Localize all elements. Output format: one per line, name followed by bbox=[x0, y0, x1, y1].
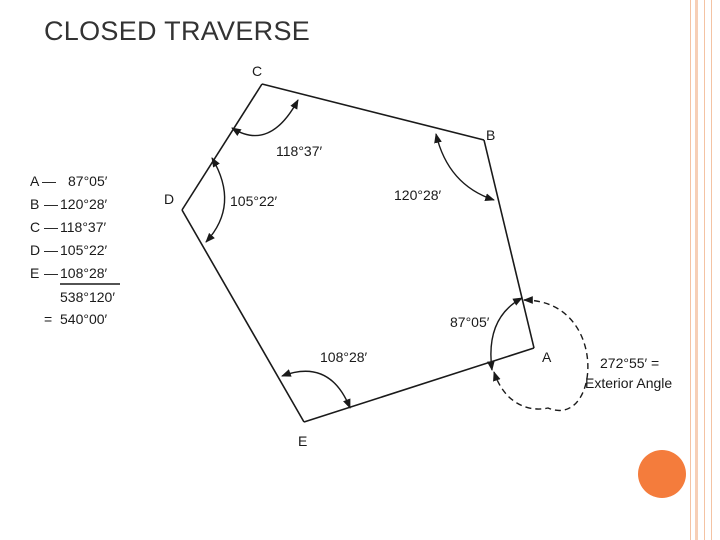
vertex-label-e: E bbox=[298, 433, 307, 449]
sum-row-value: 108°28′ bbox=[60, 265, 108, 281]
sum-row-letter: E bbox=[30, 265, 39, 281]
vertex-label-c: C bbox=[252, 63, 262, 79]
frame-line-3 bbox=[704, 0, 705, 540]
frame-line-4 bbox=[711, 0, 712, 540]
sum-row-value: 118°37′ bbox=[60, 219, 106, 235]
arc-angle-c bbox=[231, 99, 299, 137]
frame-line-1 bbox=[690, 0, 691, 540]
sum-row-value: 87°05′ bbox=[68, 173, 108, 189]
vertex-label-b: B bbox=[486, 127, 495, 143]
sum-subtotal: 538°120′ bbox=[60, 289, 115, 305]
angle-value-c: 118°37′ bbox=[276, 143, 322, 159]
angle-arcs bbox=[205, 99, 589, 412]
sum-row-letter: C bbox=[30, 219, 40, 235]
sum-row-dash: — bbox=[42, 173, 56, 189]
sum-row-letter: B bbox=[30, 196, 39, 212]
arc-exterior-a bbox=[493, 296, 589, 412]
side-de bbox=[181, 209, 305, 423]
arc-angle-e bbox=[281, 369, 351, 409]
side-bc bbox=[261, 83, 485, 141]
sum-equals: = bbox=[44, 311, 52, 327]
sum-row-value: 105°22′ bbox=[60, 242, 108, 258]
arc-angle-a bbox=[486, 297, 523, 371]
angle-value-a: 87°05′ bbox=[450, 314, 490, 330]
traverse-sides bbox=[181, 83, 535, 423]
sum-row-dash: — bbox=[44, 196, 58, 212]
sum-row-letter: A bbox=[30, 173, 40, 189]
frame-line-2 bbox=[695, 0, 698, 540]
side-ab bbox=[483, 139, 535, 349]
sum-row-value: 120°28′ bbox=[60, 196, 108, 212]
side-cd bbox=[181, 83, 263, 211]
angle-value-e: 108°28′ bbox=[320, 349, 368, 365]
angle-value-d: 105°22′ bbox=[230, 193, 278, 209]
exterior-angle-value: 272°55′ = bbox=[600, 355, 659, 371]
exterior-angle-label: Exterior Angle bbox=[585, 375, 672, 391]
vertex-label-a: A bbox=[542, 349, 552, 365]
accent-circle bbox=[638, 450, 686, 498]
angle-value-b: 120°28′ bbox=[394, 187, 442, 203]
slide-title: CLOSED TRAVERSE bbox=[44, 16, 311, 46]
sum-row-letter: D bbox=[30, 242, 40, 258]
arc-angle-d bbox=[205, 157, 226, 243]
arc-angle-b bbox=[434, 133, 495, 201]
sum-row-dash: — bbox=[44, 219, 58, 235]
sum-total: 540°00′ bbox=[60, 311, 108, 327]
sum-row-dash: — bbox=[44, 265, 58, 281]
sum-row-dash: — bbox=[44, 242, 58, 258]
vertex-label-d: D bbox=[164, 191, 174, 207]
angle-sum-table: A — 87°05′ B — 120°28′ C — 118°37′ D — 1… bbox=[30, 173, 120, 327]
